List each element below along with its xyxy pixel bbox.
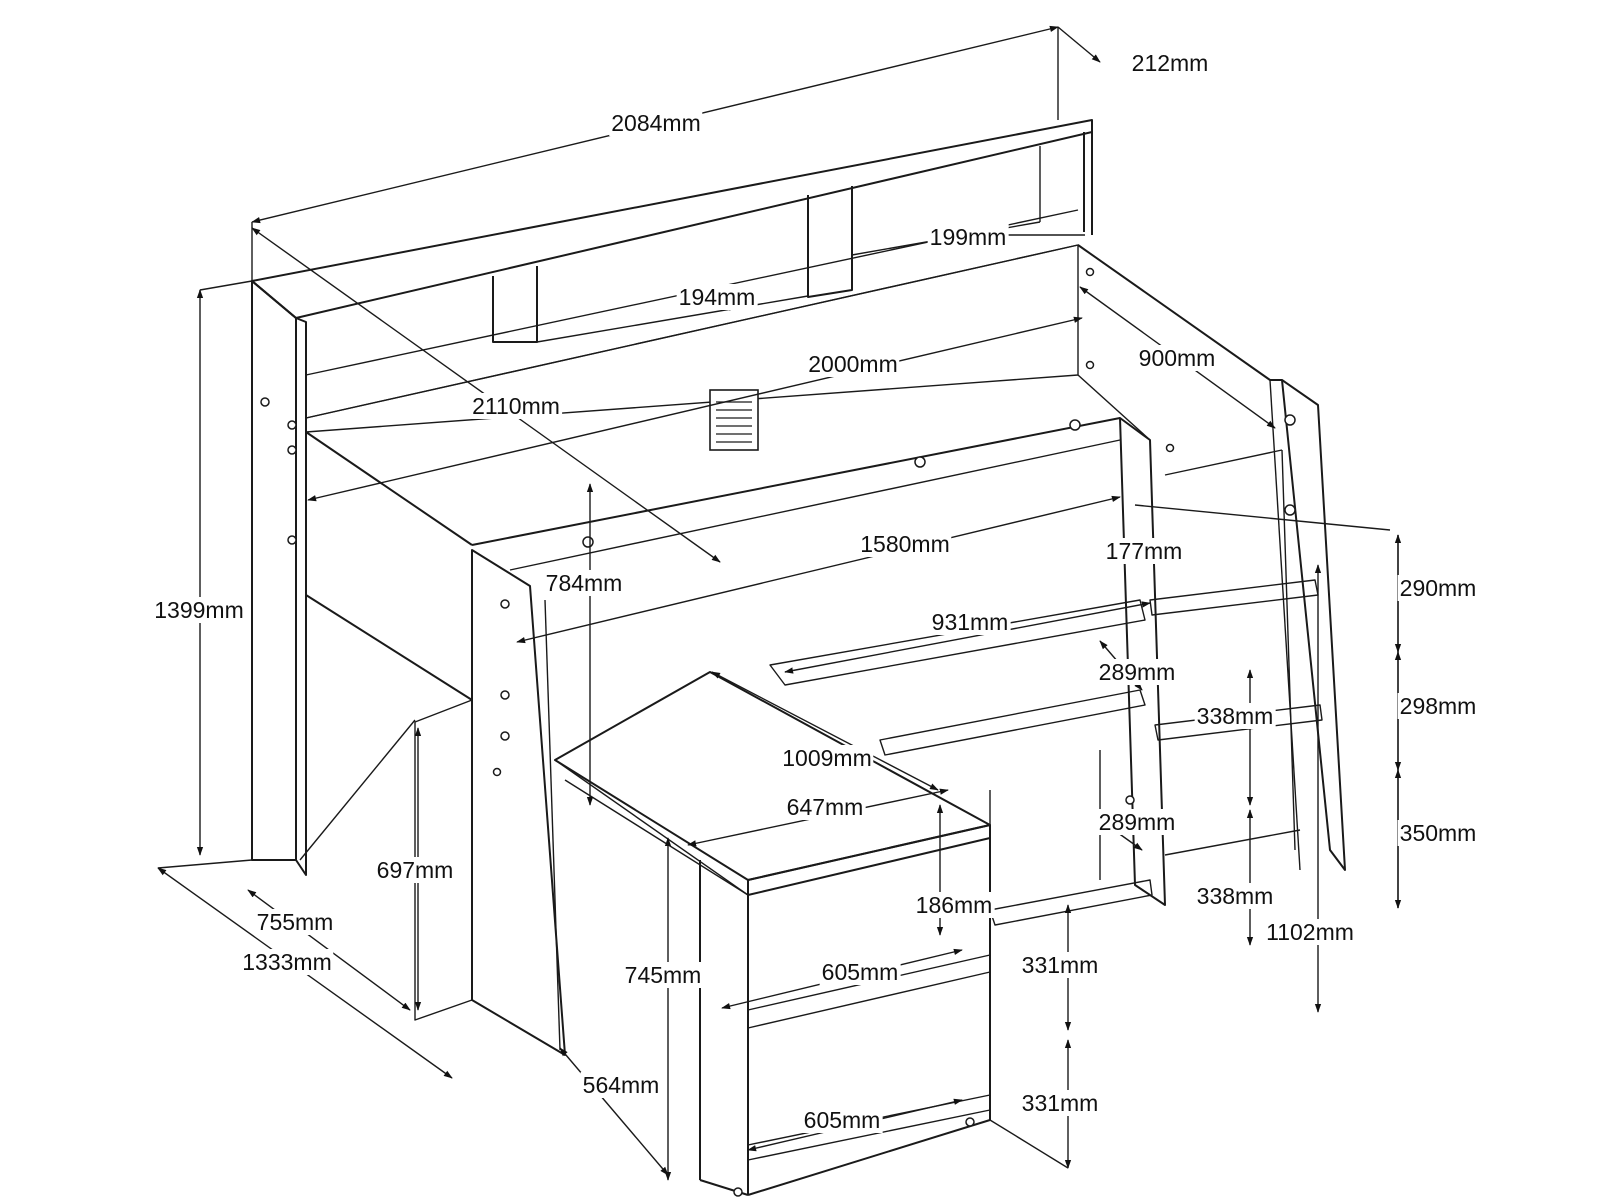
dim-label-289-lower: 289mm <box>1096 809 1178 835</box>
dim-label-186: 186mm <box>913 892 995 918</box>
dim-label-1333: 1333mm <box>240 949 334 975</box>
dim-label-2084: 2084mm <box>609 110 703 136</box>
dim-label-290: 290mm <box>1397 575 1479 601</box>
dim-label-177: 177mm <box>1103 538 1185 564</box>
fixing-holes <box>260 267 1296 1197</box>
furniture-outline <box>251 119 1346 1196</box>
shelf-divider-2 <box>807 186 853 298</box>
dim-label-331-lower: 331mm <box>1019 1090 1101 1116</box>
dim-label-212: 212mm <box>1129 50 1211 76</box>
dimension-lines <box>157 25 1402 1181</box>
dim-label-2110: 2110mm <box>470 393 562 419</box>
dim-label-2000: 2000mm <box>806 351 900 377</box>
dim-label-194: 194mm <box>676 284 758 310</box>
dim-label-331-upper: 331mm <box>1019 952 1101 978</box>
dim-label-931: 931mm <box>929 609 1011 635</box>
dim-label-1399: 1399mm <box>152 597 246 623</box>
dim-label-1009: 1009mm <box>780 745 874 771</box>
ladder-step-1 <box>1149 579 1319 616</box>
ladder-left-rail <box>1119 417 1166 906</box>
dim-label-784: 784mm <box>543 570 625 596</box>
dim-label-647: 647mm <box>784 794 866 820</box>
dim-label-1580: 1580mm <box>858 531 952 557</box>
headboard-top-board <box>251 119 1093 319</box>
dim-label-338-lower: 338mm <box>1194 883 1276 909</box>
back-rail <box>305 244 1079 433</box>
dim-label-755: 755mm <box>254 909 336 935</box>
under-bed-shelf-bottom <box>989 879 1153 926</box>
cable-vent-grille <box>709 389 759 451</box>
dim-label-289-upper: 289mm <box>1096 659 1178 685</box>
dim-label-605-lower: 605mm <box>801 1107 883 1133</box>
dim-label-338-upper: 338mm <box>1194 703 1276 729</box>
dim-label-350: 350mm <box>1397 820 1479 846</box>
dim-label-745: 745mm <box>622 962 704 988</box>
left-end-panel-front <box>251 280 297 861</box>
dim-label-900: 900mm <box>1136 345 1218 371</box>
dim-label-605-upper: 605mm <box>819 959 901 985</box>
left-end-panel-edge <box>295 317 307 876</box>
dim-label-564: 564mm <box>580 1072 662 1098</box>
dim-label-1102: 1102mm <box>1264 919 1356 945</box>
under-bed-shelf-middle <box>879 689 1146 756</box>
ladder-right-rail <box>1281 379 1346 871</box>
dim-label-697: 697mm <box>374 857 456 883</box>
dim-label-298: 298mm <box>1397 693 1479 719</box>
desk-top-edge <box>747 824 991 896</box>
dim-label-199: 199mm <box>927 224 1009 250</box>
